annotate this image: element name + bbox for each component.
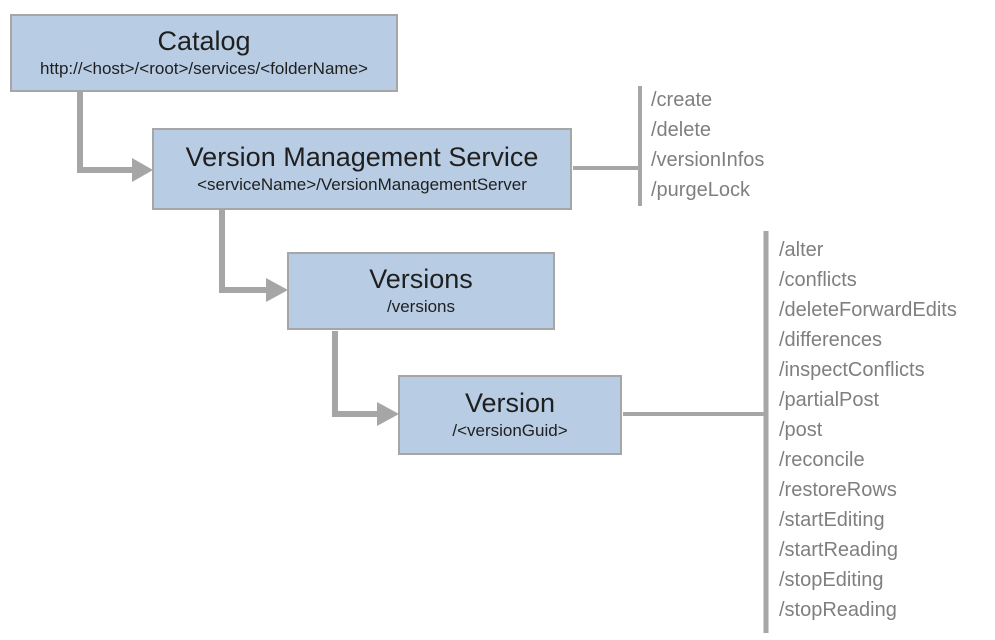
operation-item: /differences (779, 329, 883, 351)
arrowhead-icon (377, 402, 399, 426)
operation-item: /stopReading (779, 599, 897, 621)
operation-item: /conflicts (779, 269, 857, 291)
connector-vms-to-versions (219, 210, 269, 293)
version-url-pattern: /<versionGuid> (452, 421, 568, 441)
catalog-url-pattern: http://<host>/<root>/services/<folderNam… (40, 59, 368, 79)
node-version: Version /<versionGuid> (398, 375, 622, 455)
vms-operations-list: /create /delete /versionInfos /purgeLock (651, 85, 764, 205)
operation-item: /startReading (779, 539, 898, 561)
operation-item: /purgeLock (651, 179, 750, 201)
operation-item: /reconcile (779, 449, 865, 471)
arrowhead-icon (266, 278, 288, 302)
operation-item: /partialPost (779, 389, 880, 411)
operation-item: /create (651, 89, 713, 111)
node-version-management-service: Version Management Service <serviceName>… (152, 128, 572, 210)
operation-item: /alter (779, 239, 824, 261)
operation-item: /delete (651, 119, 712, 141)
versions-title: Versions (369, 264, 473, 295)
arrowhead-icon (132, 158, 153, 182)
vms-title: Version Management Service (185, 142, 539, 173)
connector-versions-to-version (332, 331, 380, 417)
vms-url-pattern: <serviceName>/VersionManagementServer (197, 175, 527, 195)
node-catalog: Catalog http://<host>/<root>/services/<f… (10, 14, 398, 92)
version-operations-list: /alter /conflicts /deleteForwardEdits /d… (779, 235, 957, 625)
operation-item: /deleteForwardEdits (779, 299, 957, 321)
catalog-title: Catalog (157, 26, 251, 57)
version-title: Version (464, 388, 556, 419)
node-versions: Versions /versions (287, 252, 555, 330)
operation-item: /restoreRows (779, 479, 897, 501)
operation-item: /startEditing (779, 509, 885, 531)
operation-item: /inspectConflicts (779, 359, 925, 381)
operation-item: /stopEditing (779, 569, 884, 591)
operation-item: /post (779, 419, 823, 441)
connector-catalog-to-vms (77, 92, 136, 173)
versions-url-pattern: /versions (386, 297, 456, 317)
operation-item: /versionInfos (651, 149, 765, 171)
